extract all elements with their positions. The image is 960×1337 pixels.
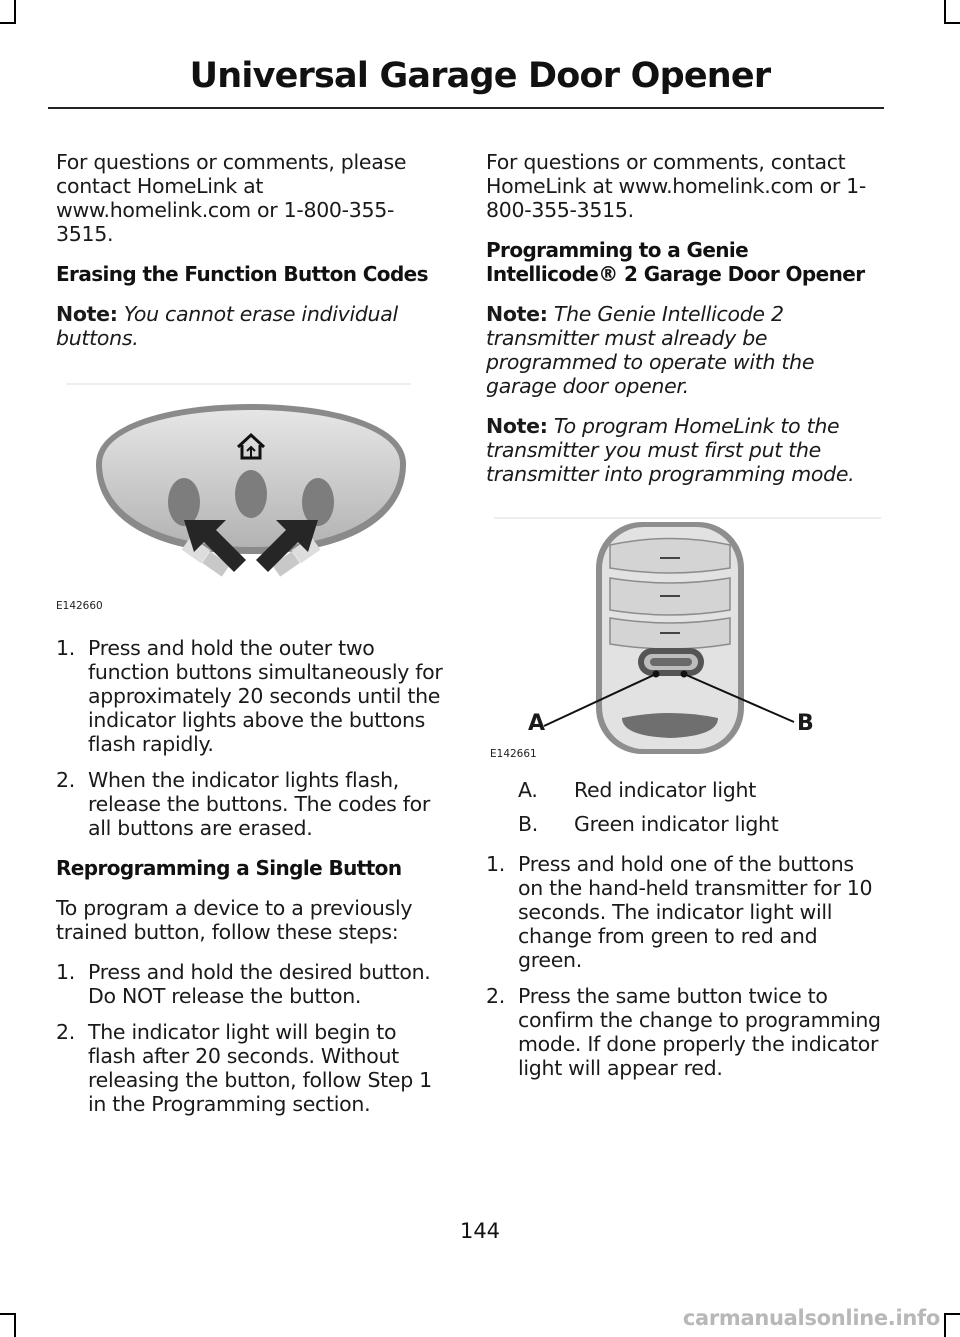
crop-mark (944, 1313, 960, 1315)
step-text: When the indicator lights flash, release… (88, 768, 431, 840)
list-item: 2. Press the same button twice to confir… (486, 984, 881, 1080)
list-item: 1. Press and hold the desired button. Do… (56, 960, 448, 1008)
crop-mark (944, 0, 946, 24)
note-label: Note: (486, 302, 548, 326)
genie-note-1: Note: The Genie Intellicode 2 transmitte… (486, 302, 881, 398)
note-text: The Genie Intellicode 2 transmitter must… (486, 302, 815, 398)
step-number: 2. (486, 984, 505, 1008)
section-heading-reprogram: Reprogramming a Single Button (56, 856, 402, 880)
genie-transmitter-illustration (494, 517, 881, 754)
callout-b-label: B (797, 711, 814, 736)
crop-mark (14, 1313, 16, 1337)
step-text: Press and hold the desired button. Do NO… (88, 960, 431, 1008)
note-label: Note: (486, 414, 548, 438)
list-item: 1. Press and hold the outer two function… (56, 636, 448, 756)
crop-mark (0, 22, 16, 24)
step-text: Press the same button twice to confirm t… (518, 984, 881, 1080)
callout-a-label: A (528, 711, 545, 736)
note-text: To program HomeLink to the transmitter y… (486, 414, 855, 486)
figure-code: E142660 (56, 600, 103, 612)
legend-key: A. (518, 778, 538, 802)
genie-steps-list: 1. Press and hold one of the buttons on … (486, 852, 881, 1080)
list-item: 1. Press and hold one of the buttons on … (486, 852, 881, 972)
legend-row: A. Red indicator light (518, 778, 881, 802)
callout-legend: A. Red indicator light B. Green indicato… (486, 778, 881, 836)
section-heading-erase: Erasing the Function Button Codes (56, 262, 429, 286)
step-number: 1. (56, 960, 75, 984)
legend-row: B. Green indicator light (518, 812, 881, 836)
crop-mark (944, 22, 960, 24)
legend-value: Green indicator light (574, 812, 779, 836)
list-item: 2. The indicator light will begin to fla… (56, 1020, 448, 1116)
right-column: For questions or comments, contact HomeL… (486, 150, 881, 1096)
erase-steps-list: 1. Press and hold the outer two function… (56, 636, 448, 840)
genie-note-2: Note: To program HomeLink to the transmi… (486, 414, 881, 486)
page-title: Universal Garage Door Opener (189, 56, 771, 96)
page-number: 144 (459, 1219, 501, 1243)
remote-buttons-figure: E142660 (56, 372, 448, 612)
erase-note: Note: You cannot erase individual button… (56, 302, 448, 350)
step-text: Press and hold the outer two function bu… (88, 636, 443, 756)
genie-transmitter-figure: A B E142661 (486, 510, 881, 760)
contact-paragraph: For questions or comments, contact HomeL… (486, 150, 867, 222)
watermark: carmanualsonline.info (682, 1306, 940, 1330)
reprogram-steps-list: 1. Press and hold the desired button. Do… (56, 960, 448, 1116)
left-column: For questions or comments, please contac… (56, 150, 448, 1132)
figure-code: E142661 (490, 748, 537, 760)
header-divider (48, 107, 884, 109)
homelink-buttons-illustration (66, 383, 411, 577)
crop-mark (944, 1313, 946, 1337)
crop-mark (14, 0, 16, 24)
reprogram-intro: To program a device to a previously trai… (56, 896, 413, 944)
contact-paragraph: For questions or comments, please contac… (56, 150, 407, 246)
crop-mark (0, 1313, 16, 1315)
section-heading-genie: Programming to a Genie Intellicode® 2 Ga… (486, 238, 865, 286)
step-text: The indicator light will begin to flash … (88, 1020, 432, 1116)
legend-value: Red indicator light (574, 778, 756, 802)
step-number: 1. (56, 636, 75, 660)
note-label: Note: (56, 302, 118, 326)
note-text: You cannot erase individual buttons. (56, 302, 398, 350)
list-item: 2. When the indicator lights flash, rele… (56, 768, 448, 840)
step-number: 1. (486, 852, 505, 876)
legend-key: B. (518, 812, 538, 836)
step-number: 2. (56, 1020, 75, 1044)
step-number: 2. (56, 768, 75, 792)
step-text: Press and hold one of the buttons on the… (518, 852, 873, 972)
